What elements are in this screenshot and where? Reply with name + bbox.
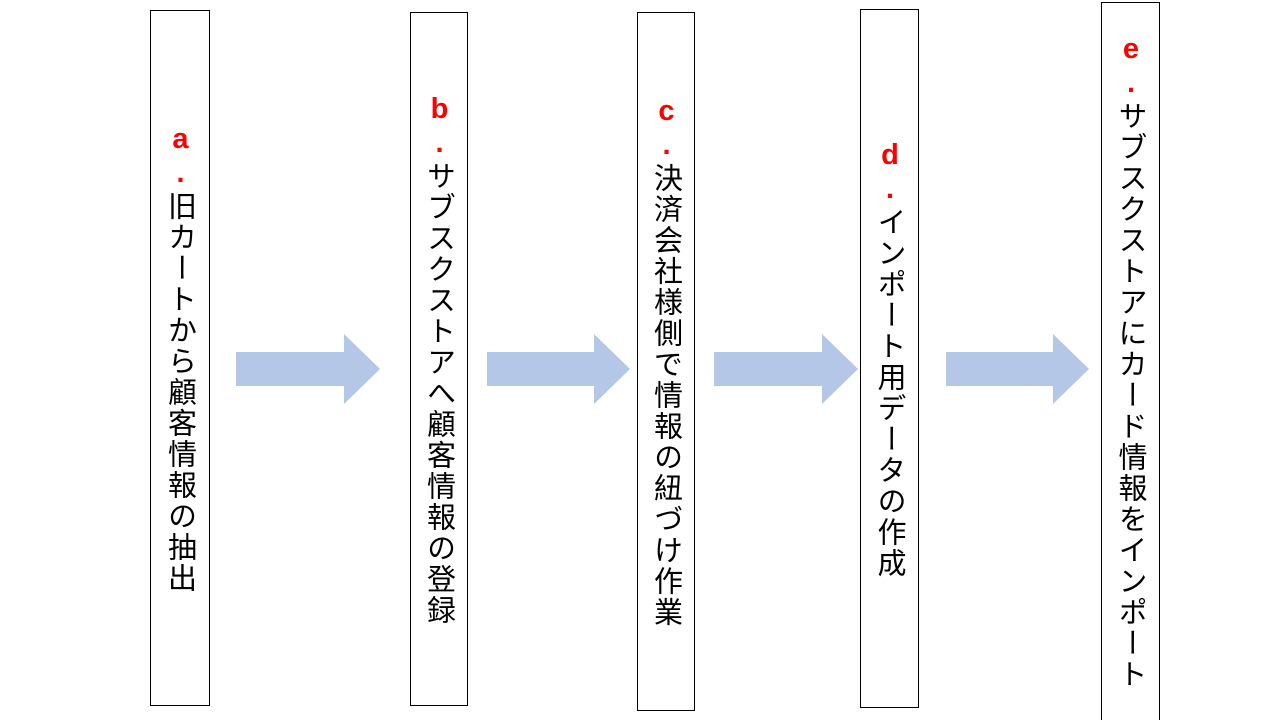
right-arrow-icon [714,334,858,404]
step-label-a: a.旧カートから顧客情報の抽出 [163,122,198,594]
step-label-c: c.決済会社様側で情報の紐づけ作業 [649,95,684,628]
step-box-d: d.インポート用データの作成 [860,9,919,708]
step-text-b: サブスクストアへ顧客情報の登録 [422,160,457,626]
step-text-a: 旧カートから顧客情報の抽出 [163,190,198,594]
right-arrow-icon [487,334,630,404]
step-letter-b: b. [423,92,456,161]
arrow-1 [236,334,380,404]
step-letter-d: d. [874,138,906,207]
arrow-4 [946,334,1089,404]
step-box-a: a.旧カートから顧客情報の抽出 [150,10,210,706]
step-text-c: 決済会社様側で情報の紐づけ作業 [649,163,684,628]
step-text-d: インポート用データの作成 [873,206,907,579]
step-letter-a: a. [164,122,197,191]
arrow-2 [487,334,630,404]
right-arrow-icon [946,334,1089,404]
step-label-d: d.インポート用データの作成 [873,138,907,579]
step-label-b: b.サブスクストアへ顧客情報の登録 [422,92,457,626]
step-label-e: e.サブスクストアにカード情報をインポート [1114,33,1148,690]
step-letter-c: c. [650,95,683,163]
arrow-3 [714,334,858,404]
step-box-e: e.サブスクストアにカード情報をインポート [1101,2,1160,720]
step-box-c: c.決済会社様側で情報の紐づけ作業 [637,12,695,711]
step-text-e: サブスクストアにカード情報をインポート [1114,101,1148,690]
step-letter-e: e. [1115,33,1147,101]
step-box-b: b.サブスクストアへ顧客情報の登録 [410,12,468,706]
right-arrow-icon [236,334,380,404]
